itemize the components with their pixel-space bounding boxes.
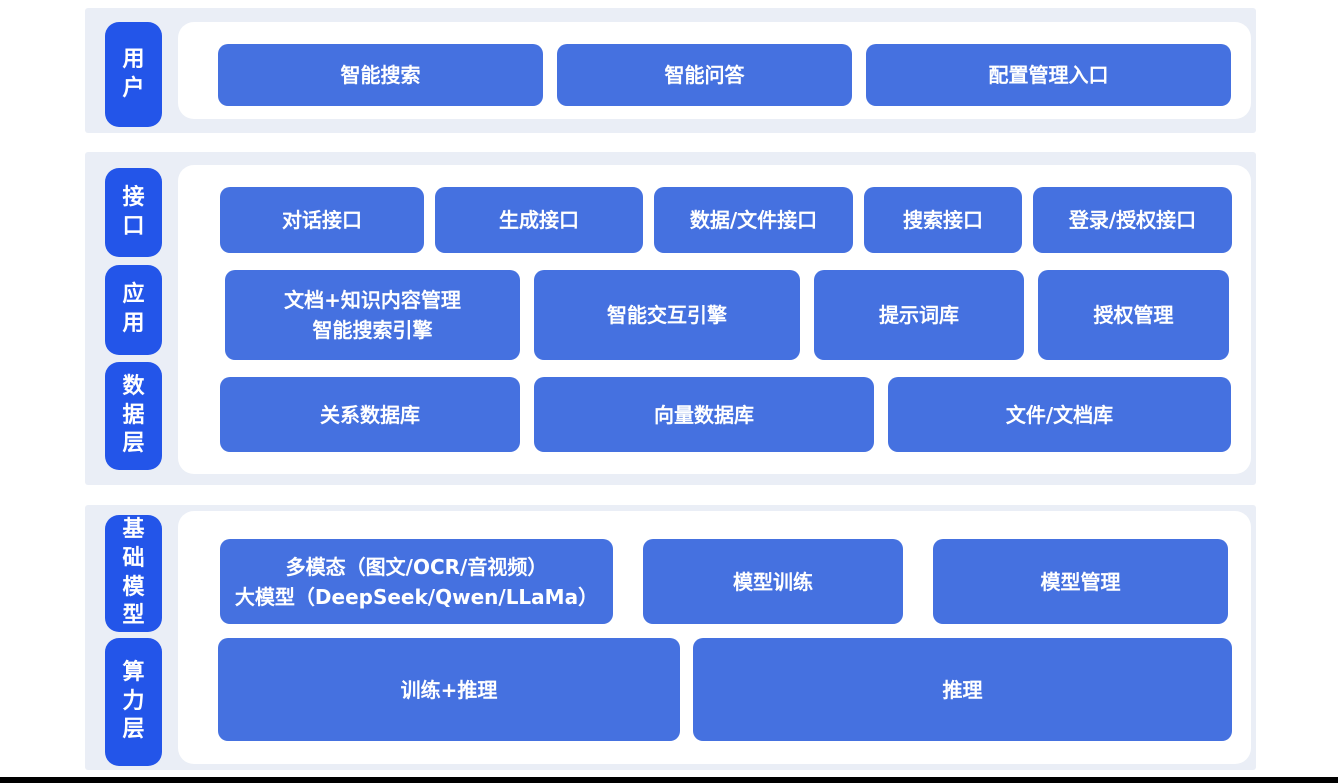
layer-label-application-text: 应用	[122, 282, 145, 336]
block-multimodal-llm: 多模态（图文/OCR/音视频） 大模型（DeepSeek/Qwen/LLaMa）	[220, 539, 613, 624]
block-generation-api: 生成接口	[435, 187, 643, 253]
application-layer-row: 文档+知识内容管理 智能搜索引擎 智能交互引擎 提示词库 授权管理	[225, 270, 1229, 360]
layer-label-compute: 算力层	[105, 638, 162, 766]
bottom-divider-bar	[0, 777, 1338, 783]
layer-label-data: 数据层	[105, 362, 162, 470]
data-layer-row: 关系数据库 向量数据库 文件/文档库	[220, 377, 1231, 452]
block-inference: 推理	[693, 638, 1232, 741]
layer-label-data-text: 数据层	[122, 374, 145, 457]
layer-label-user: 用户	[105, 22, 162, 127]
block-prompt-library: 提示词库	[814, 270, 1024, 360]
compute-layer-row: 训练+推理 推理	[218, 638, 1232, 741]
block-config-management-entry: 配置管理入口	[866, 44, 1231, 106]
user-layer-row: 智能搜索 智能问答 配置管理入口	[218, 44, 1231, 106]
user-layer-band: 用户 智能搜索 智能问答 配置管理入口	[85, 8, 1256, 133]
block-vector-database: 向量数据库	[534, 377, 874, 452]
block-doc-knowledge-search-engine: 文档+知识内容管理 智能搜索引擎	[225, 270, 520, 360]
block-training-inference: 训练+推理	[218, 638, 680, 741]
middle-layers-card: 对话接口 生成接口 数据/文件接口 搜索接口 登录/授权接口 文档+知识内容管理…	[178, 165, 1251, 474]
interface-layer-row: 对话接口 生成接口 数据/文件接口 搜索接口 登录/授权接口	[220, 187, 1232, 253]
layer-label-compute-text: 算力层	[122, 660, 145, 743]
layer-label-application: 应用	[105, 265, 162, 355]
block-relational-database: 关系数据库	[220, 377, 520, 452]
bottom-layers-band: 基础模型 算力层 多模态（图文/OCR/音视频） 大模型（DeepSeek/Qw…	[85, 505, 1256, 770]
block-auth-management: 授权管理	[1038, 270, 1229, 360]
layer-label-foundation-model-text: 基础模型	[122, 517, 145, 629]
middle-layers-band: 接口 应用 数据层 对话接口 生成接口 数据/文件接口 搜索接口 登录/授权接口…	[85, 152, 1256, 485]
block-login-auth-api: 登录/授权接口	[1033, 187, 1232, 253]
block-search-api: 搜索接口	[864, 187, 1022, 253]
layer-label-user-text: 用户	[122, 46, 145, 101]
layer-label-foundation-model: 基础模型	[105, 515, 162, 632]
block-smart-search: 智能搜索	[218, 44, 543, 106]
block-dialog-api: 对话接口	[220, 187, 424, 253]
foundation-model-row: 多模态（图文/OCR/音视频） 大模型（DeepSeek/Qwen/LLaMa）…	[220, 539, 1228, 624]
block-smart-qa: 智能问答	[557, 44, 852, 106]
block-data-file-api: 数据/文件接口	[654, 187, 853, 253]
layer-label-interface-text: 接口	[122, 184, 145, 239]
block-model-management: 模型管理	[933, 539, 1228, 624]
layer-label-interface: 接口	[105, 168, 162, 257]
block-smart-interaction-engine: 智能交互引擎	[534, 270, 800, 360]
bottom-layers-card: 多模态（图文/OCR/音视频） 大模型（DeepSeek/Qwen/LLaMa）…	[178, 511, 1251, 764]
block-model-training: 模型训练	[643, 539, 903, 624]
user-layer-card: 智能搜索 智能问答 配置管理入口	[178, 22, 1251, 119]
block-file-document-store: 文件/文档库	[888, 377, 1231, 452]
